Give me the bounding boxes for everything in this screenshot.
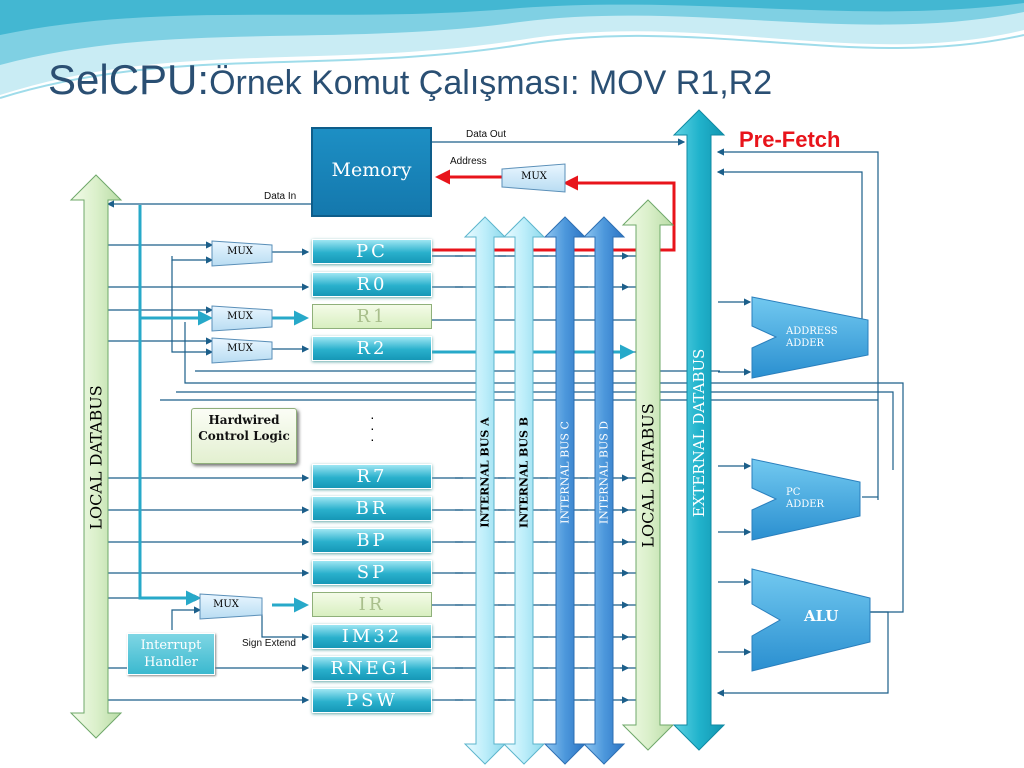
mux-ir (199, 593, 263, 620)
local-bus-feeds (95, 241, 310, 704)
alu-label: ALU (804, 607, 839, 625)
register-r2: R2 (312, 336, 432, 361)
register-rneg1: RNEG1 (312, 656, 432, 681)
interrupt-handler: Interrupt Handler (127, 633, 215, 675)
memory-block: Memory (311, 127, 432, 217)
data-in-label: Data In (264, 191, 297, 202)
register-ir: IR (312, 592, 432, 617)
register-pc: PC (312, 239, 432, 264)
address-adder-unit (751, 296, 869, 379)
internal-bus-d (582, 216, 626, 765)
internal-bus-c-label: INTERNAL BUS C (558, 421, 572, 524)
page-title: SelCPU:Örnek Komut Çalışması: MOV R1,R2 (48, 56, 772, 104)
register-im32: IM32 (312, 624, 432, 649)
register-r7: R7 (312, 464, 432, 489)
mux-shapes (199, 163, 566, 620)
header-wave-decoration (0, 0, 1024, 99)
register-psw: PSW (312, 688, 432, 713)
external-databus-label: EXTERNAL DATABUS (690, 348, 708, 518)
register-ellipsis: ··· (370, 409, 375, 447)
data-out-label: Data Out (466, 129, 507, 140)
register-sp: SP (312, 560, 432, 585)
internal-bus-a (463, 216, 507, 765)
mux-address-label: MUX (521, 171, 547, 182)
mux-pc-label: MUX (227, 246, 253, 257)
pc-adder-unit (751, 458, 861, 541)
mux-address (501, 163, 566, 193)
bus-to-unit-arrows (718, 298, 752, 656)
mux-pc (211, 240, 273, 267)
sign-extend-label: Sign Extend (242, 638, 296, 649)
mux-r1 (211, 305, 273, 332)
internal-bus-c (543, 216, 587, 765)
internal-bus-a-label: INTERNAL BUS A (478, 417, 492, 528)
local-databus-left-label: LOCAL DATABUS (86, 385, 106, 530)
local-databus-left (69, 174, 123, 739)
internal-bus-b (502, 216, 546, 765)
bus-tap-arrows (455, 256, 628, 700)
local-databus-right (621, 199, 675, 751)
local-databus-right-label: LOCAL DATABUS (638, 403, 658, 548)
prefetch-path (432, 169, 676, 252)
mux-ir-label: MUX (213, 599, 239, 610)
register-bp: BP (312, 528, 432, 553)
title-main: SelCPU: (48, 56, 210, 103)
register-br: BR (312, 496, 432, 521)
mux-r2 (211, 337, 273, 364)
mux-r1-label: MUX (227, 311, 253, 322)
hardwired-control-logic: Hardwired Control Logic (191, 408, 297, 464)
alu-unit (751, 568, 871, 672)
address-label: Address (450, 156, 487, 167)
title-subtitle: Örnek Komut Çalışması: MOV R1,R2 (209, 64, 773, 102)
mux-r2-label: MUX (227, 343, 253, 354)
pc-adder-label: PC ADDER (786, 487, 825, 510)
external-databus (672, 109, 726, 751)
internal-bus-d-label: INTERNAL BUS D (597, 420, 611, 525)
internal-bus-b-label: INTERNAL BUS B (517, 416, 531, 529)
prefetch-annotation: Pre-Fetch (739, 127, 841, 152)
address-adder-label: ADDRESS ADDER (786, 326, 838, 349)
register-r0: R0 (312, 272, 432, 297)
register-r1: R1 (312, 304, 432, 329)
